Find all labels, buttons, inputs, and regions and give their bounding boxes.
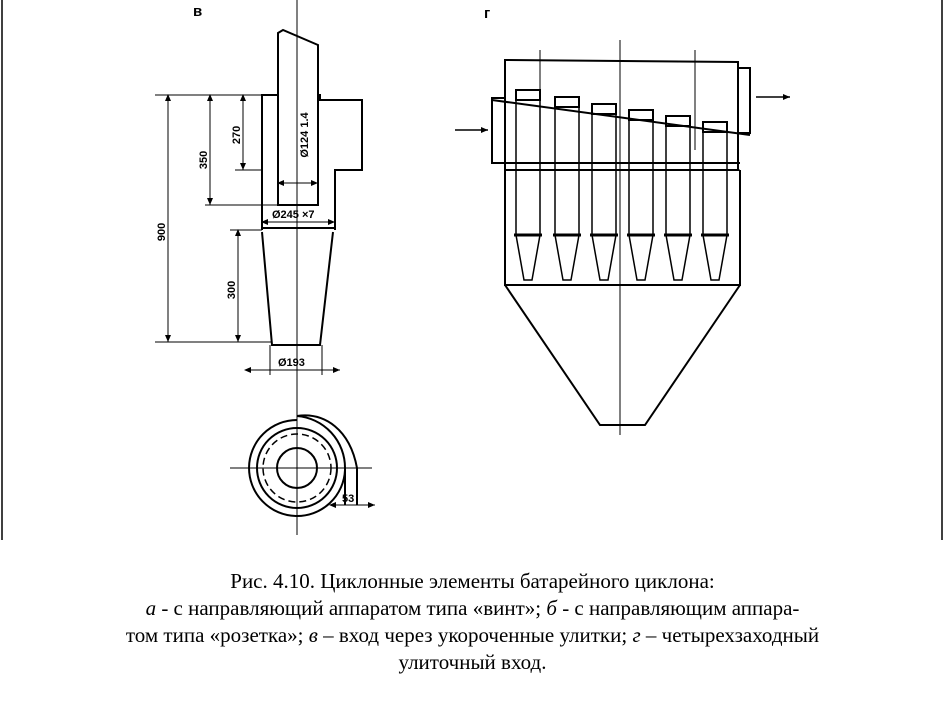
- dim-900-label: 900: [156, 223, 168, 241]
- caption-text-b: - с направляющим аппара-: [556, 596, 800, 620]
- cyclone-element: [514, 89, 542, 281]
- dim-350-label: 350: [198, 151, 210, 169]
- cyclone-technical-drawing: 900 350 270 300 Ø124 1.4 Ø245 ×7 Ø193 53…: [1, 0, 943, 540]
- panel-v-drawing: [261, 0, 363, 395]
- caption-text-a: - с направляющий аппаратом типа «винт»;: [156, 596, 547, 620]
- dim-53-label: 53: [342, 493, 354, 505]
- cyclone-element: [553, 96, 581, 281]
- dim-tube-diameter-label: Ø124 1.4: [299, 111, 311, 157]
- caption-letter-b: б: [546, 596, 557, 620]
- panel-v-dimensions: [155, 94, 340, 373]
- cyclone-element: [590, 103, 618, 281]
- caption-title: Рис. 4.10. Циклонные элементы батарейног…: [230, 569, 715, 593]
- dim-300-label: 300: [226, 281, 238, 299]
- caption-text-v: – вход через укороченные улитки;: [317, 623, 633, 647]
- cyclone-element: [627, 109, 655, 281]
- figure-caption: Рис. 4.10. Циклонные элементы батарейног…: [0, 568, 945, 676]
- dim-body-diameter-label: Ø245 ×7: [272, 209, 315, 221]
- panel-v-dimension-labels: 900 350 270 300 Ø124 1.4 Ø245 ×7 Ø193: [156, 111, 315, 369]
- caption-line-4: улиточный вход.: [398, 650, 547, 674]
- page-frame: [1, 0, 943, 540]
- panel-v-plan-view: [230, 395, 372, 535]
- panel-g-cyclone-elements: [514, 89, 729, 281]
- caption-line-2: а - с направляющий аппаратом типа «винт»…: [0, 595, 945, 622]
- dim-outlet-diameter-label: Ø193: [278, 357, 305, 369]
- panel-label-g: г: [484, 5, 490, 22]
- cyclone-element: [664, 115, 692, 281]
- cyclone-element: [701, 121, 729, 281]
- caption-letter-a: а: [145, 596, 157, 620]
- panel-label-v: в: [193, 3, 202, 20]
- caption-letter-v: в: [308, 623, 318, 647]
- panel-g-flow-arrows: [455, 94, 790, 133]
- caption-text-g: – четырехзаходный: [640, 623, 820, 647]
- caption-letter-g: г: [632, 623, 641, 647]
- panel-g-drawing: [491, 40, 751, 435]
- dim-270-label: 270: [231, 126, 243, 144]
- caption-line-3: том типа «розетка»; в – вход через укоро…: [0, 622, 945, 649]
- caption-text-b-cont: том типа «розетка»;: [125, 623, 309, 647]
